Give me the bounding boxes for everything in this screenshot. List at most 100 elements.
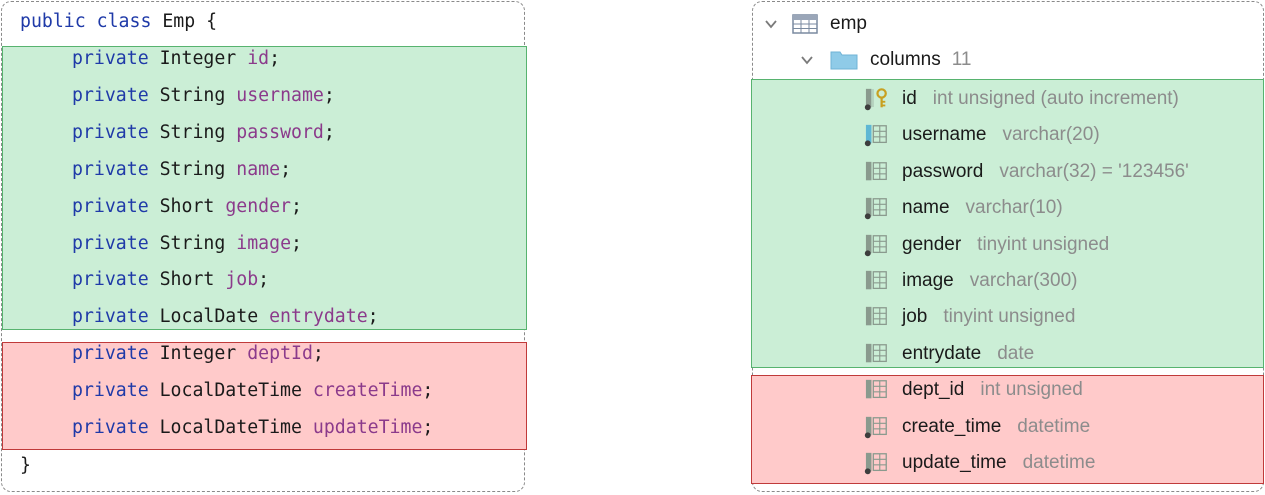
primary-key-column-icon bbox=[864, 87, 889, 111]
field-name: password bbox=[236, 121, 324, 143]
semicolon: ; bbox=[422, 417, 434, 438]
not-null-column-icon bbox=[864, 452, 887, 475]
semicolon: ; bbox=[280, 158, 292, 180]
field-declaration: private Integer id; bbox=[72, 41, 280, 77]
access-modifier: private bbox=[72, 343, 149, 365]
tree-node-column-dept-id[interactable]: dept_id int unsigned bbox=[864, 372, 1083, 408]
column-icon bbox=[865, 343, 887, 363]
chevron-down-icon[interactable] bbox=[800, 53, 814, 67]
column-name: id bbox=[902, 88, 917, 109]
field-declaration: private String password; bbox=[72, 115, 335, 151]
access-modifier: private bbox=[72, 158, 149, 180]
tree-node-column-entrydate[interactable]: entrydate date bbox=[864, 336, 1034, 372]
column-name: name bbox=[902, 197, 950, 219]
column-type: date bbox=[997, 342, 1035, 364]
field-declaration: private Short job; bbox=[72, 262, 269, 298]
column-icon bbox=[865, 270, 887, 290]
field-name: id bbox=[247, 48, 270, 69]
column-name: image bbox=[902, 270, 954, 291]
unique-column-icon bbox=[864, 125, 887, 147]
tree-node-column-password[interactable]: password varchar(32) = '123456' bbox=[864, 154, 1189, 190]
access-modifier: private bbox=[72, 232, 149, 254]
column-icon bbox=[865, 161, 887, 181]
field-type: Integer bbox=[148, 343, 248, 365]
field-type: Integer bbox=[148, 48, 248, 69]
column-name: username bbox=[902, 124, 987, 146]
tree-node-column-update-time[interactable]: update_time datetime bbox=[864, 445, 1095, 481]
columns-count: 11 bbox=[951, 49, 972, 70]
column-name: create_time bbox=[902, 415, 1002, 437]
field-name: entrydate bbox=[269, 306, 368, 328]
field-declaration: private String image; bbox=[72, 226, 302, 262]
field-type: LocalDateTime bbox=[148, 417, 313, 438]
field-name: username bbox=[236, 84, 324, 106]
semicolon: ; bbox=[258, 269, 270, 291]
tree-node-columns-folder[interactable]: columns 11 bbox=[800, 42, 971, 78]
tree-node-column-job[interactable]: job tinyint unsigned bbox=[864, 299, 1075, 335]
field-declaration: private LocalDateTime updateTime; bbox=[72, 410, 433, 446]
table-name: emp bbox=[830, 13, 867, 34]
field-name: updateTime bbox=[312, 417, 423, 438]
field-type: String bbox=[148, 84, 237, 106]
column-type: varchar(32) = '123456' bbox=[999, 160, 1189, 182]
semicolon: ; bbox=[422, 380, 434, 402]
column-name: gender bbox=[902, 233, 962, 255]
field-name: createTime bbox=[312, 380, 423, 402]
chevron-down-icon[interactable] bbox=[764, 17, 778, 31]
field-name: name bbox=[236, 158, 281, 180]
column-type: int unsigned bbox=[980, 379, 1083, 401]
access-modifier: private bbox=[72, 269, 149, 291]
tree-node-column-username[interactable]: username varchar(20) bbox=[864, 117, 1100, 153]
field-type: String bbox=[148, 121, 237, 143]
extra-columns-highlight bbox=[751, 375, 1264, 484]
semicolon: ; bbox=[312, 343, 324, 365]
tree-node-column-gender[interactable]: gender tinyint unsigned bbox=[864, 227, 1109, 263]
access-modifier: private bbox=[72, 417, 149, 438]
access-modifier: private bbox=[72, 380, 149, 402]
field-type: Short bbox=[148, 269, 226, 291]
field-type: String bbox=[148, 232, 237, 254]
column-type: datetime bbox=[1022, 452, 1096, 473]
tree-node-column-name[interactable]: name varchar(10) bbox=[864, 190, 1063, 226]
class-name: Emp { bbox=[151, 11, 218, 32]
column-type: tinyint unsigned bbox=[977, 233, 1110, 255]
column-name: entrydate bbox=[902, 342, 982, 364]
field-name: job bbox=[225, 269, 259, 291]
access-modifier: private bbox=[72, 121, 149, 143]
column-type: varchar(10) bbox=[965, 197, 1063, 219]
columns-folder-label: columns bbox=[870, 49, 941, 70]
field-name: gender bbox=[225, 195, 292, 217]
access-modifier: private bbox=[72, 195, 149, 217]
access-modifier: private bbox=[72, 48, 149, 69]
field-type: Short bbox=[148, 195, 226, 217]
semicolon: ; bbox=[367, 306, 379, 328]
column-icon bbox=[865, 307, 887, 326]
field-declaration: private Short gender; bbox=[72, 189, 302, 225]
field-declaration: private LocalDateTime createTime; bbox=[72, 373, 433, 409]
matched-columns-highlight bbox=[751, 79, 1264, 368]
field-type: LocalDateTime bbox=[148, 380, 313, 402]
field-declaration: private LocalDate entrydate; bbox=[72, 299, 379, 335]
column-name: update_time bbox=[902, 452, 1007, 473]
matched-fields-highlight bbox=[2, 46, 527, 330]
column-name: password bbox=[902, 160, 984, 182]
field-name: deptId bbox=[247, 343, 313, 365]
column-name: dept_id bbox=[902, 379, 965, 401]
class-closing-brace: } bbox=[20, 455, 31, 476]
column-type: varchar(20) bbox=[1002, 124, 1100, 146]
class-declaration: public class Emp { bbox=[20, 4, 217, 40]
field-declaration: private Integer deptId; bbox=[72, 336, 324, 372]
column-name: job bbox=[902, 306, 928, 328]
field-name: image bbox=[236, 232, 292, 254]
semicolon: ; bbox=[323, 121, 335, 143]
tree-node-table[interactable]: emp bbox=[764, 6, 867, 42]
column-type: tinyint unsigned bbox=[943, 306, 1076, 328]
not-null-column-icon bbox=[864, 198, 887, 220]
field-type: LocalDate bbox=[148, 306, 270, 328]
not-null-column-icon bbox=[864, 416, 887, 438]
extra-fields-highlight bbox=[2, 342, 527, 450]
column-icon bbox=[865, 380, 887, 399]
